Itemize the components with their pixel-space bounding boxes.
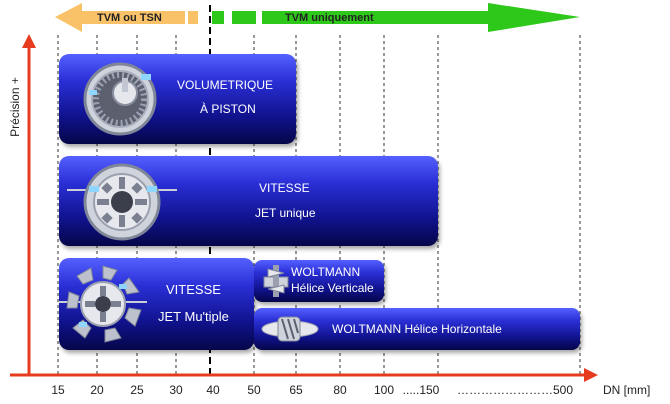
piston-label-line1: VOLUMETRIQUE bbox=[177, 78, 274, 92]
piston-meter-icon bbox=[83, 62, 157, 136]
y-axis bbox=[22, 34, 36, 375]
bar-multi-jet: VITESSE JET Mu'tiple bbox=[59, 258, 254, 350]
multi-jet-label-line1: VITESSE bbox=[166, 282, 221, 297]
x-tick-30: 30 bbox=[169, 383, 183, 397]
banner-left-label: TVM ou TSN bbox=[97, 12, 162, 24]
x-tick-15: 15 bbox=[51, 383, 65, 397]
horizontal-helix-icon bbox=[261, 316, 319, 342]
bar-volumetric-piston: VOLUMETRIQUE À PISTON bbox=[59, 54, 296, 144]
multi-jet-label-line2: JET Mu'tiple bbox=[158, 309, 229, 324]
single-jet-meter-icon bbox=[67, 163, 177, 241]
woltmann-vertical-label-line1: WOLTMANN bbox=[291, 265, 361, 279]
x-tick-100: 100 bbox=[373, 383, 395, 397]
banner-right-arrow bbox=[212, 3, 580, 32]
multi-jet-meter-icon bbox=[59, 265, 147, 343]
x-axis bbox=[10, 368, 598, 382]
woltmann-horizontal-label: WOLTMANN Hélice Horizontale bbox=[332, 322, 502, 336]
x-tick-40: 40 bbox=[206, 383, 220, 397]
x-tick-65: 65 bbox=[289, 383, 303, 397]
vertical-helix-icon bbox=[263, 265, 289, 297]
single-jet-label-line1: VITESSE bbox=[259, 181, 310, 195]
x-tick-80: 80 bbox=[333, 383, 347, 397]
y-axis-label: Précision + bbox=[8, 77, 22, 137]
bar-single-jet: VITESSE JET unique bbox=[59, 156, 438, 246]
single-jet-label-line2: JET unique bbox=[255, 206, 316, 220]
x-tick-50: 50 bbox=[247, 383, 261, 397]
x-axis-label: DN [mm] bbox=[603, 383, 651, 397]
x-tick-20: 20 bbox=[90, 383, 104, 397]
banner-right-label: TVM uniquement bbox=[285, 12, 374, 24]
bar-woltmann-horizontal: WOLTMANN Hélice Horizontale bbox=[254, 308, 580, 350]
x-tick-150: .....150 bbox=[402, 383, 440, 397]
bar-woltmann-vertical: WOLTMANN Hélice Verticale bbox=[254, 260, 384, 302]
banner-left-arrow bbox=[55, 3, 198, 32]
woltmann-vertical-label-line2: Hélice Verticale bbox=[291, 281, 374, 295]
x-tick-25: 25 bbox=[130, 383, 144, 397]
x-tick-500: ……………………500 bbox=[456, 383, 574, 397]
piston-label-line2: À PISTON bbox=[200, 102, 256, 116]
